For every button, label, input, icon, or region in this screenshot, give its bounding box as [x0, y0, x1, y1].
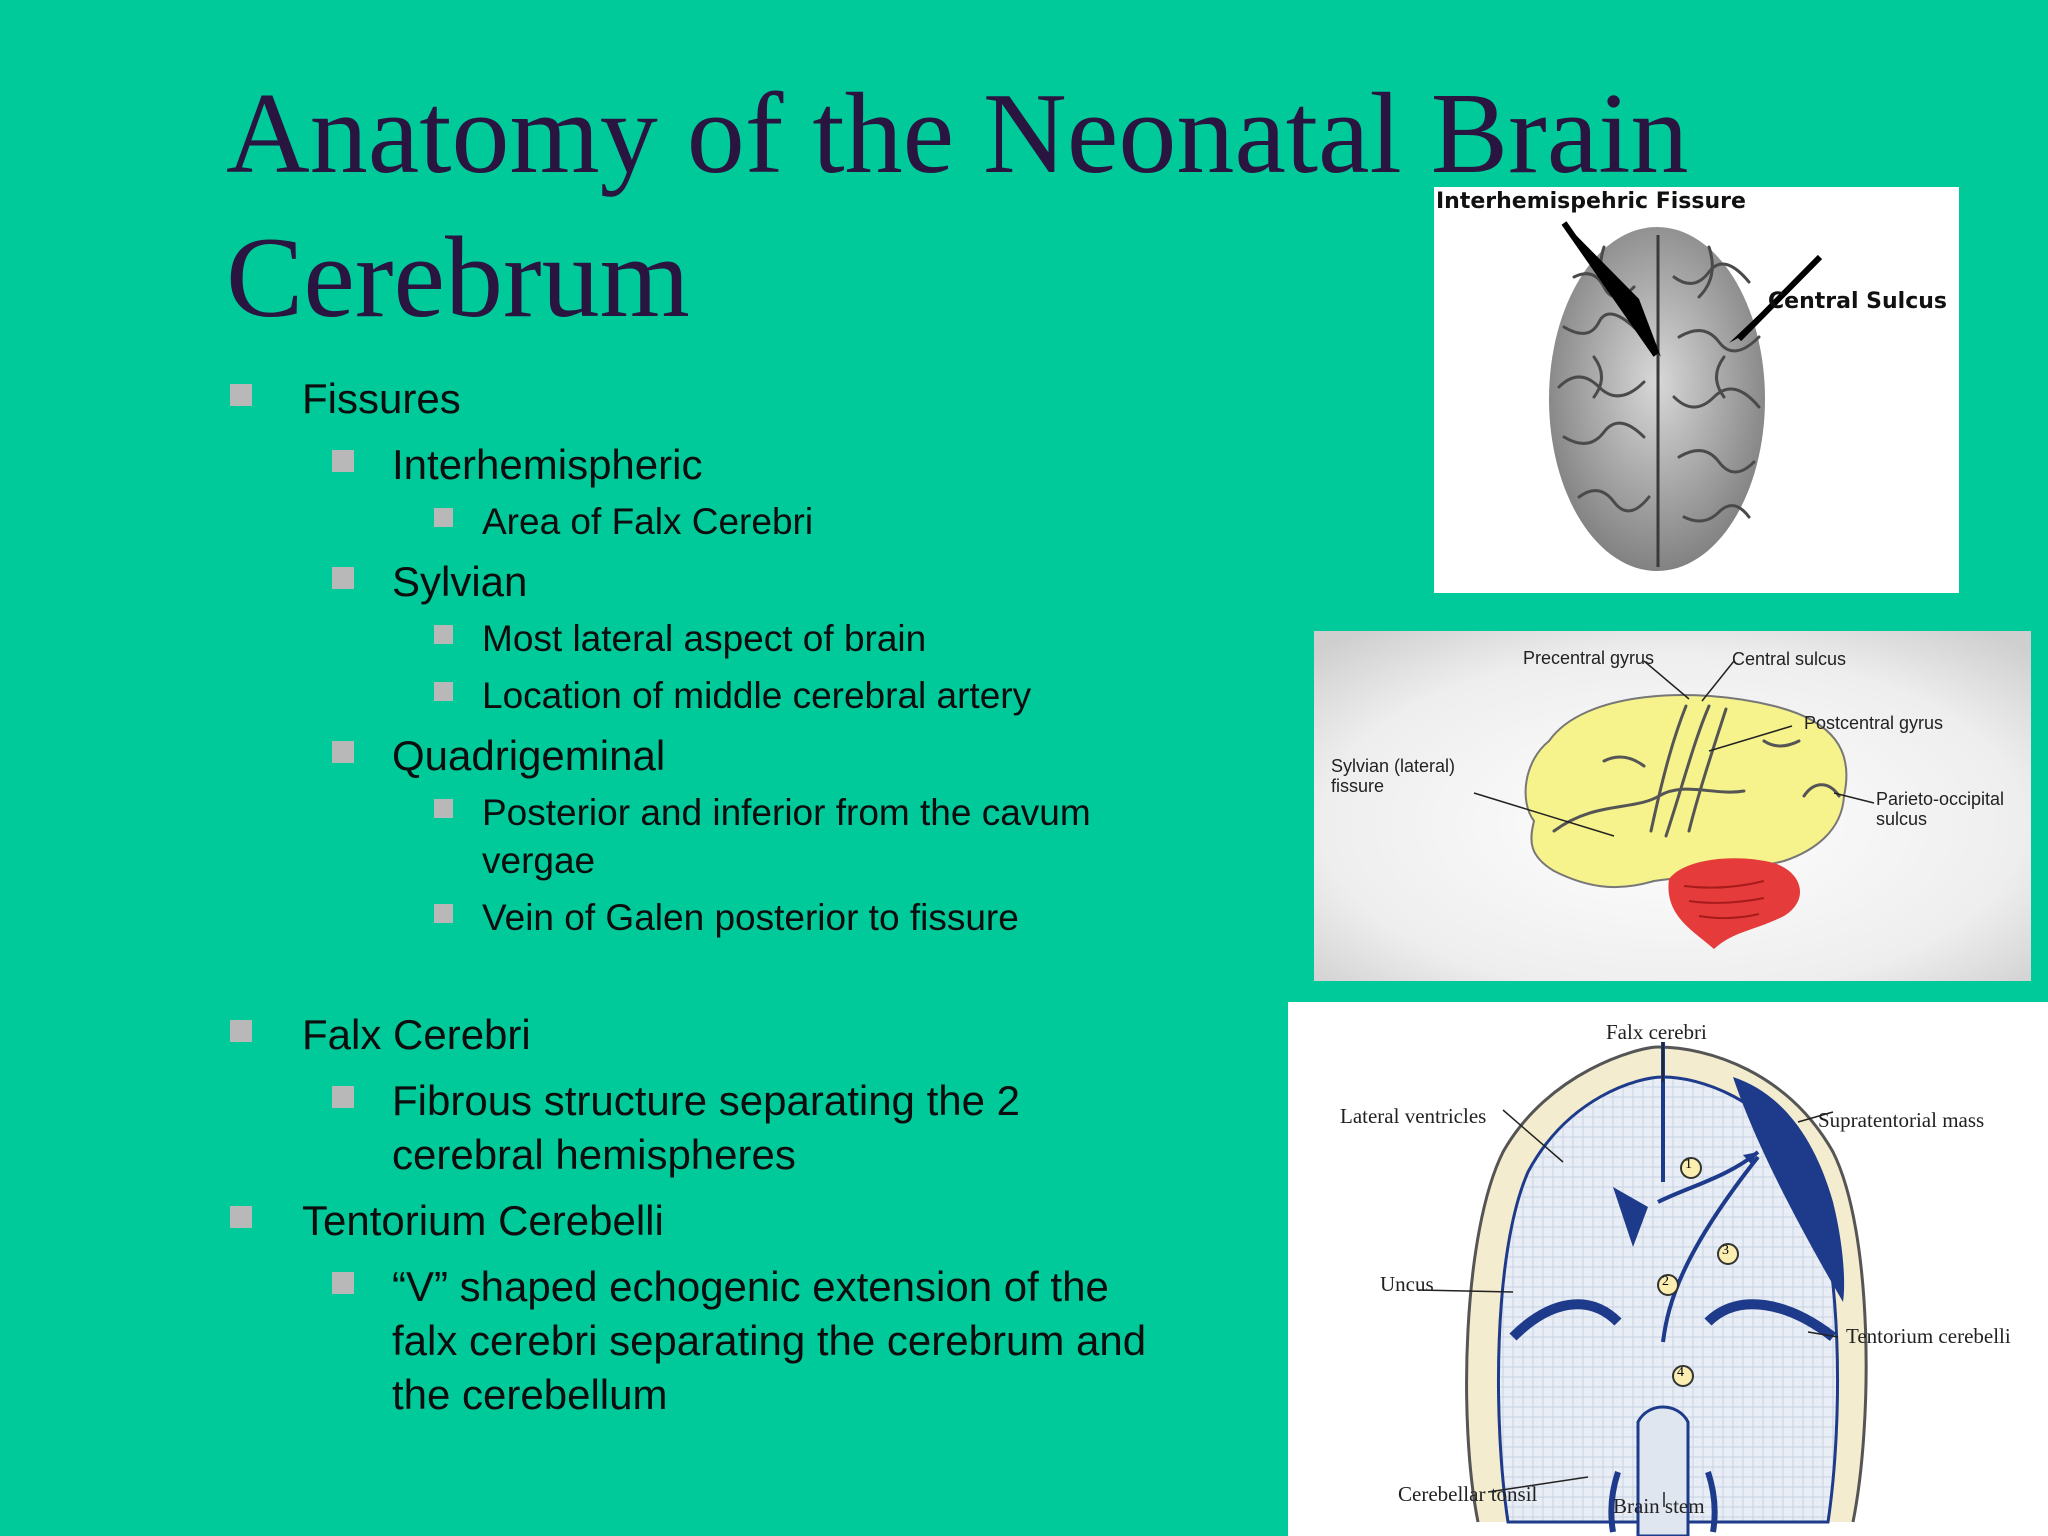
bullet-item: Vein of Galen posterior to fissure: [226, 894, 1226, 942]
label-central-sulcus: Central Sulcus: [1768, 289, 1947, 314]
label-precentral-gyrus: Precentral gyrus: [1523, 648, 1655, 668]
label-supratentorial-mass: Supratentorial mass: [1818, 1108, 1985, 1132]
label-lateral-ventricles: Lateral ventricles: [1340, 1104, 1487, 1128]
label-tentorium-cerebelli: Tentorium cerebelli: [1846, 1324, 2011, 1348]
bullet-item: Interhemispheric: [226, 438, 1226, 492]
label-interhemispheric-fissure: Interhemispehric Fissure: [1436, 189, 1746, 214]
bullet-square-icon: [332, 567, 354, 589]
bullet-item: Sylvian: [226, 555, 1226, 609]
bullet-item: Area of Falx Cerebri: [226, 498, 1226, 546]
label-number-4: 4: [1677, 1365, 1684, 1380]
bullet-item: Most lateral aspect of brain: [226, 615, 1226, 663]
label-uncus: Uncus: [1380, 1272, 1434, 1296]
label-number-3: 3: [1722, 1243, 1729, 1258]
bullet-item: “V” shaped echogenic extension of the fa…: [226, 1260, 1172, 1422]
coronal-section-image: Falx cerebri Lateral ventricles Supraten…: [1288, 1002, 2048, 1536]
label-number-2: 2: [1662, 1274, 1669, 1289]
bullet-square-icon: [434, 625, 453, 644]
bullet-square-icon: [230, 384, 252, 406]
bullet-square-icon: [230, 1020, 252, 1042]
label-brain-stem: Brain stem: [1613, 1494, 1705, 1518]
bullet-square-icon: [434, 508, 453, 527]
title-line-1: Anatomy of the Neonatal Brain: [226, 70, 1689, 198]
brain-lateral-illustration: [1314, 631, 2031, 981]
bullet-square-icon: [434, 682, 453, 701]
bullet-square-icon: [434, 799, 453, 818]
label-number-1: 1: [1685, 1157, 1692, 1172]
label-falx-cerebri: Falx cerebri: [1606, 1020, 1707, 1044]
bullet-square-icon: [332, 741, 354, 763]
slide-title: Anatomy of the Neonatal Brain Cerebrum: [226, 62, 1726, 350]
bullet-item: Location of middle cerebral artery: [226, 672, 1226, 720]
bullet-square-icon: [434, 904, 453, 923]
bullet-square-icon: [332, 1086, 354, 1108]
label-central-sulcus-lateral: Central sulcus: [1732, 649, 1847, 669]
label-cerebellar-tonsil: Cerebellar tonsil: [1398, 1482, 1538, 1506]
bullet-square-icon: [230, 1206, 252, 1228]
bullet-square-icon: [332, 1272, 354, 1294]
title-line-2: Cerebrum: [226, 214, 690, 342]
bullet-item: Posterior and inferior from the cavum ve…: [226, 789, 1182, 885]
brain-top-illustration: [1549, 221, 1823, 571]
bullet-item: Quadrigeminal: [226, 729, 1226, 783]
bullet-item: Fissures: [226, 372, 1226, 426]
brain-top-view-image: Interhemispehric Fissure Central Sulcus: [1434, 187, 1959, 593]
brain-lateral-view-image: Precentral gyrus Central sulcus Postcent…: [1314, 631, 2031, 981]
bullet-list: Fissures Interhemispheric Area of Falx C…: [226, 372, 1226, 1422]
coronal-section-illustration: [1417, 1042, 1868, 1536]
bullet-item: Falx Cerebri: [226, 1008, 1226, 1062]
bullet-item: Fibrous structure separating the 2 cereb…: [226, 1074, 1172, 1182]
bullet-square-icon: [332, 450, 354, 472]
label-postcentral-gyrus: Postcentral gyrus: [1804, 713, 1944, 733]
label-sylvian-fissure: Sylvian (lateral)fissure: [1331, 756, 1456, 796]
bullet-item: Tentorium Cerebelli: [226, 1194, 1226, 1248]
